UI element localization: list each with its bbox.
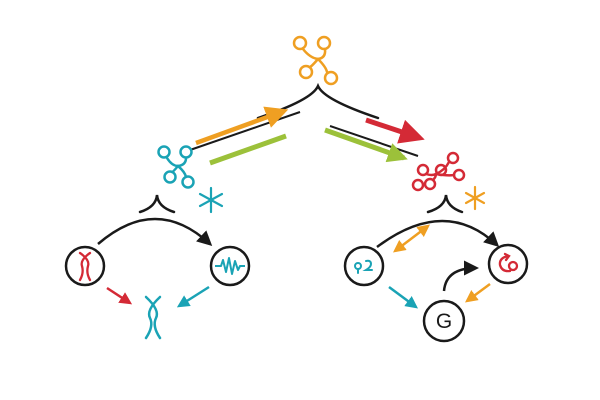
g-node-label: G <box>436 310 452 333</box>
g-node: G <box>422 299 466 343</box>
orange-branched-molecule-icon <box>292 35 339 86</box>
right-curved-arrow <box>376 219 500 249</box>
left-curved-arrow <box>97 217 213 247</box>
orange-asterisk-icon <box>464 185 486 211</box>
teal-branched-molecule-icon <box>157 145 195 189</box>
left-split-connector <box>138 194 176 214</box>
red-branched-molecule-icon <box>411 151 466 192</box>
green-arrow-left <box>209 133 287 166</box>
orange-double-arrow <box>393 224 430 253</box>
signal-node <box>209 245 251 287</box>
orange-arrow-to-g <box>464 282 491 303</box>
teal-arrow-to-g <box>388 285 419 309</box>
teal-small-molecule-icon <box>354 259 373 274</box>
left-diagonal-line <box>189 111 301 151</box>
recycle-node <box>487 243 529 285</box>
red-arrow-to-product <box>106 286 133 305</box>
orange-arrow-left <box>195 106 289 146</box>
small-molecule-node <box>343 245 385 287</box>
teal-asterisk-icon <box>198 186 224 214</box>
teal-signal-wave-icon <box>215 257 245 275</box>
red-chromosome-icon <box>78 251 92 282</box>
g-to-recycle-arrow <box>442 260 479 292</box>
chromosome-node <box>64 245 106 287</box>
teal-arrow-to-product <box>176 285 210 308</box>
teal-chromosome-product-icon <box>144 295 162 340</box>
right-split-connector <box>426 194 464 214</box>
red-cycle-icon <box>498 252 519 273</box>
green-arrow-right <box>324 127 408 163</box>
red-arrow-right <box>365 117 425 144</box>
